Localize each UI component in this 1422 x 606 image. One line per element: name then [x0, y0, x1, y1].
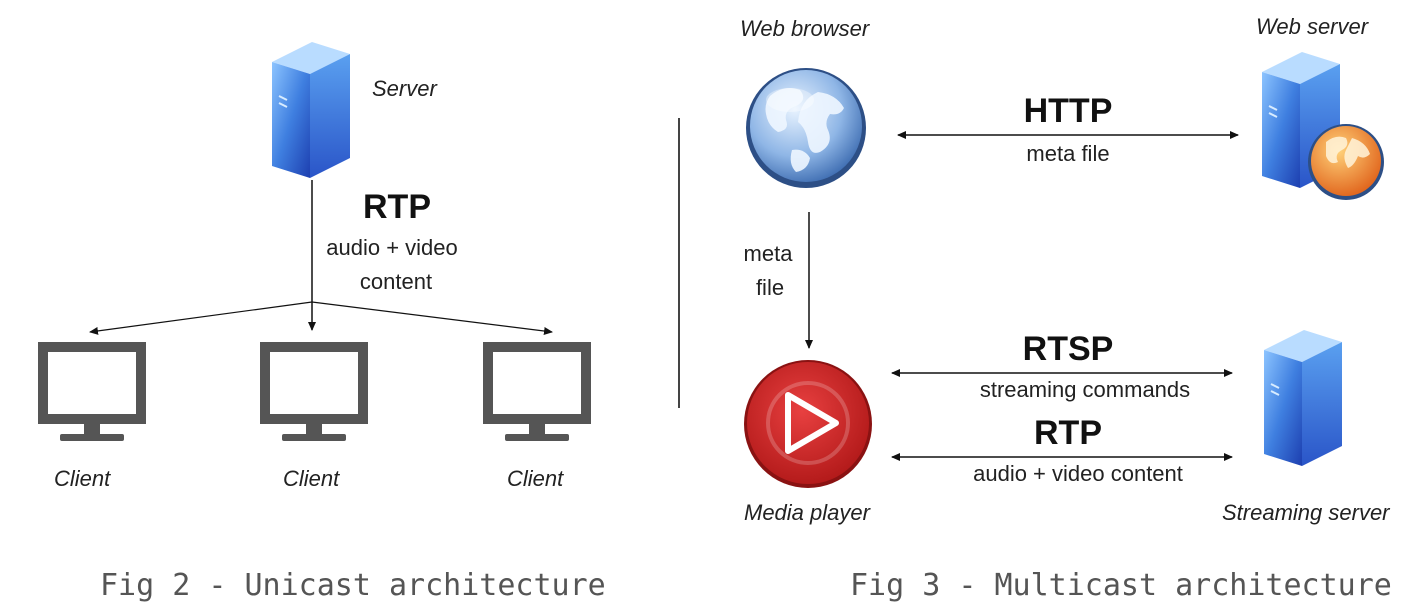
client-left-arrow: [89, 301, 313, 335]
streaming-server-icon: [1264, 330, 1342, 466]
streaming-server-label: Streaming server: [1222, 500, 1390, 525]
server-label: Server: [372, 76, 437, 101]
web-server-label: Web server: [1256, 14, 1369, 39]
client-monitor-icon: [38, 342, 146, 441]
rtp-content-line2: content: [359, 269, 433, 294]
rtsp-sub-label: streaming commands: [979, 377, 1191, 402]
fig3-caption: Fig 3 - Multicast architecture: [850, 568, 1392, 603]
rtp-protocol-label: RTP: [363, 188, 431, 226]
meta-file-line2: file: [755, 275, 785, 300]
meta-file-line1: meta: [743, 241, 793, 266]
client-label: Client: [54, 466, 111, 491]
web-server-icon: [1262, 52, 1384, 200]
media-player-label: Media player: [744, 500, 870, 525]
media-player-icon: [744, 360, 872, 488]
client-monitor-icon: [483, 342, 591, 441]
globe-icon: [746, 68, 866, 188]
rtsp-protocol-label: RTSP: [1022, 330, 1114, 368]
rtp-protocol-label-fig3: RTP: [1034, 414, 1102, 452]
client-label: Client: [283, 466, 340, 491]
rtp-content-line1: audio + video: [326, 235, 458, 260]
server-icon: [272, 42, 350, 178]
http-protocol-label: HTTP: [1023, 92, 1113, 130]
http-sub-label: meta file: [1026, 141, 1110, 166]
rtp-sub-label: audio + video content: [973, 461, 1183, 486]
fig2-caption: Fig 2 - Unicast architecture: [100, 568, 606, 603]
client-right-arrow: [311, 301, 553, 335]
client-label: Client: [507, 466, 564, 491]
client-monitor-icon: [260, 342, 368, 441]
web-browser-label: Web browser: [740, 16, 870, 41]
